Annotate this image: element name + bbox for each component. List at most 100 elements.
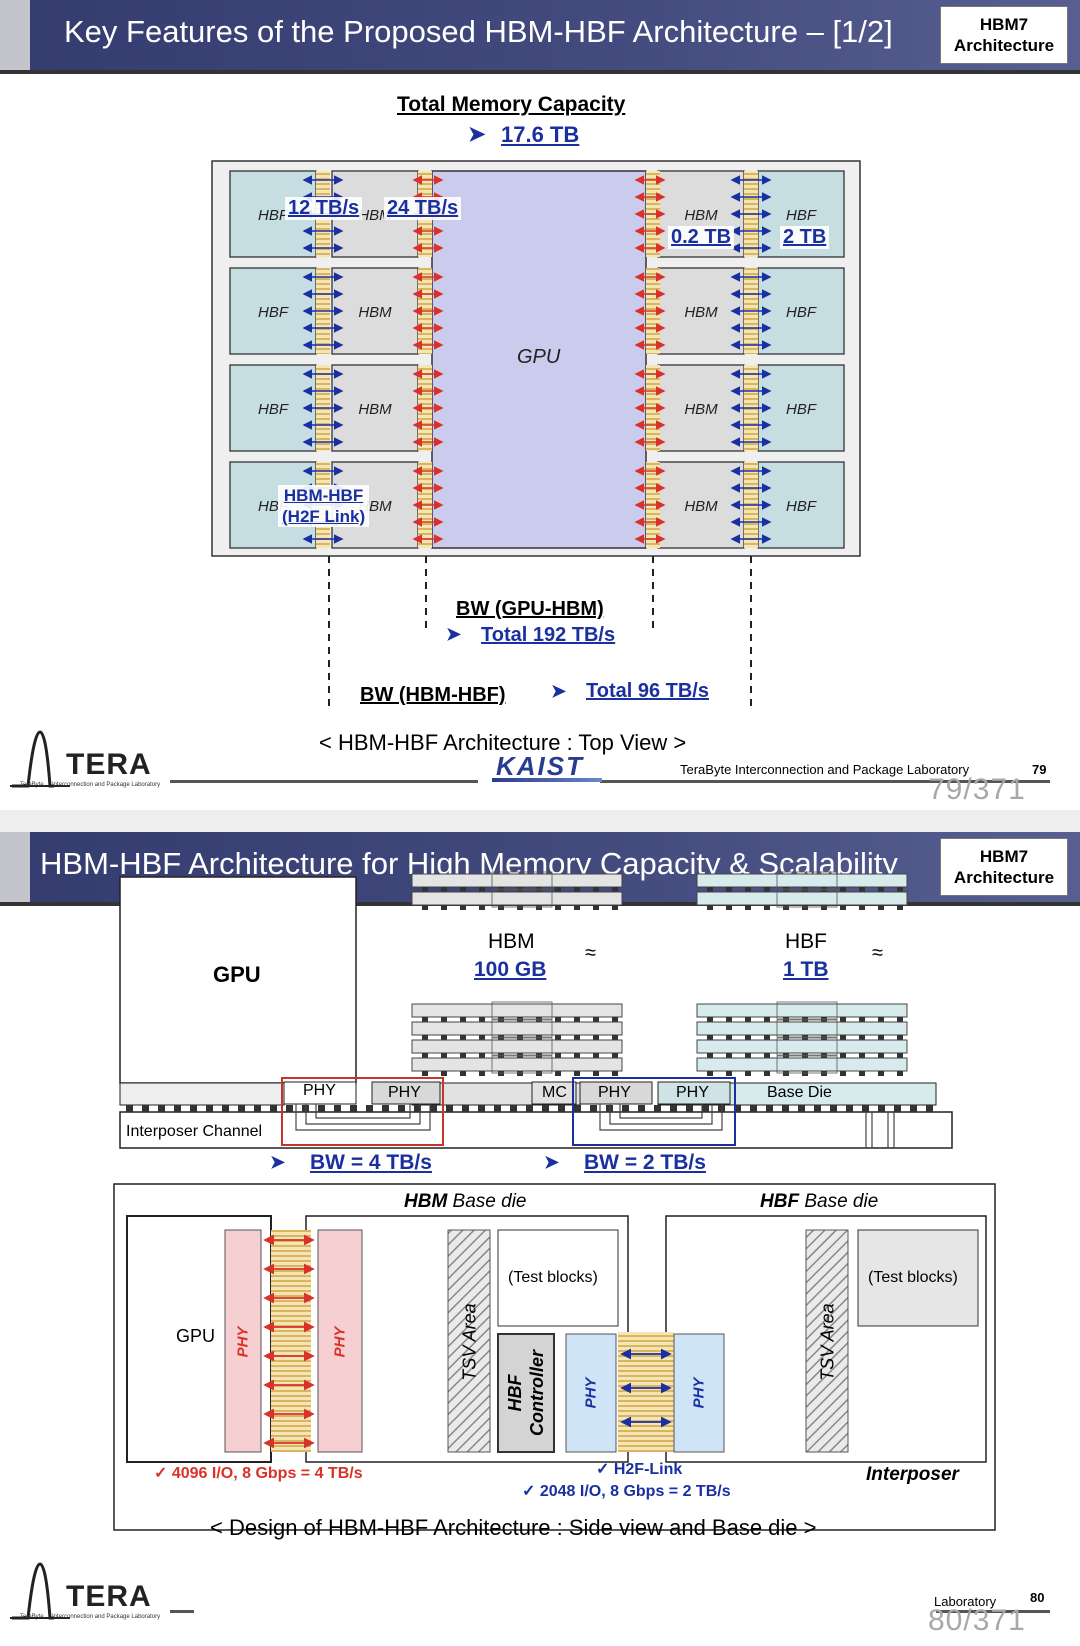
gpu-label: GPU (517, 346, 561, 368)
interposer-bump-462 (462, 1105, 469, 1112)
tera-logo-icon (10, 728, 70, 792)
interposer-bump-702 (702, 1105, 709, 1112)
hbf-bot-bump-3-2 (745, 1071, 751, 1076)
hbm-top-bump-0-10 (612, 887, 618, 892)
hbf-tsv-label: TSV Area (817, 1303, 838, 1381)
hbm-top-bump-1-8 (574, 905, 580, 910)
interposer-bump-878 (878, 1105, 885, 1112)
hbm-bot-bump-0-6 (536, 1017, 542, 1022)
hbf-base-die-heading: HBF Base die (760, 1191, 878, 1213)
base-die-label: Base Die (767, 1084, 832, 1101)
hbm-bot-bump-2-4 (498, 1053, 504, 1058)
hbf-bot-bump-2-5 (802, 1053, 808, 1058)
hbf-top-bump-1-7 (840, 905, 846, 910)
hbf-controller-line-2: Controller (527, 1349, 547, 1437)
hbm-phy-box-right (579, 1081, 653, 1105)
hbm-top-bump-1-10 (612, 905, 618, 910)
slide-title: Key Features of the Proposed HBM-HBF Arc… (64, 14, 893, 49)
hbf-bot-tsv-1 (776, 1019, 838, 1038)
hbm-bot-layer-0 (411, 1003, 623, 1018)
tag-line-1: HBM7 (979, 847, 1029, 866)
hbf-bot-bump-0-1 (726, 1017, 732, 1022)
hbf-top-bump-1-2 (745, 905, 751, 910)
gpu-hbm-highlight (281, 1077, 444, 1146)
hbm-top-bump-1-0 (422, 905, 428, 910)
hbf-bot-bump-1-9 (878, 1035, 884, 1040)
hbf-top-bump-0-5 (802, 887, 808, 892)
hbm-bot-bump-2-9 (593, 1053, 599, 1058)
hbf-bot-bump-2-2 (745, 1053, 751, 1058)
hbm-bot-bump-3-3 (479, 1071, 485, 1076)
hbf-phy-label: PHY (676, 1084, 709, 1101)
bw-hbm-hbf-value: Total 96 TB/s (586, 680, 709, 702)
hbf-bot-bump-3-9 (878, 1071, 884, 1076)
interposer-bump-318 (318, 1105, 325, 1112)
hbm-bot-bump-1-10 (612, 1035, 618, 1040)
hbm-bot-tsv-2 (491, 1037, 553, 1056)
bw-gpu-hbm-heading: BW (GPU-HBM) (456, 598, 604, 620)
interposer-bump-510 (510, 1105, 517, 1112)
interposer-bump-190 (190, 1105, 197, 1112)
hbm-bot-bump-2-5 (517, 1053, 523, 1058)
footer-rule-left (170, 780, 478, 783)
hbm-bot-tsv-3 (491, 1055, 553, 1074)
hbm-stack-r2c2 (657, 364, 745, 452)
hbf-bot-bump-1-0 (707, 1035, 713, 1040)
hbm-bot-bump-3-9 (593, 1071, 599, 1076)
hbf-stack-r3c3 (757, 461, 845, 549)
interposer-bump-334 (334, 1105, 341, 1112)
bw-gpu-hbm-arrow-icon: ➤ (446, 624, 462, 644)
hbf-top-bump-1-4 (783, 905, 789, 910)
interposer-bump-590 (590, 1105, 597, 1112)
hbf-stack-r1c0 (229, 267, 317, 355)
hbf-bot-tsv-3 (776, 1055, 838, 1074)
hbf-bot-bump-3-8 (859, 1071, 865, 1076)
interposer-bump-126 (126, 1105, 133, 1112)
h2f-io-note: ✓ 2048 I/O, 8 Gbps = 2 TB/s (522, 1483, 731, 1500)
hbm-bot-bump-0-4 (498, 1017, 504, 1022)
hbf-bot-bump-0-8 (859, 1017, 865, 1022)
hbm-bot-bump-1-6 (536, 1035, 542, 1040)
hbf-bot-bump-2-1 (726, 1053, 732, 1058)
hbm-bot-layer-2 (411, 1039, 623, 1054)
bw-left: BW = 4 TB/s (310, 1151, 432, 1174)
hbf-bot-tsv-0 (776, 1001, 838, 1020)
hbm-capacity-callout: 0.2 TB (668, 226, 735, 249)
hbf-bot-bump-0-3 (764, 1017, 770, 1022)
hbm-bot-bump-2-10 (612, 1053, 618, 1058)
capacity-arrow-icon: ➤ (468, 123, 486, 146)
hbf-controller-line-1: HBF (505, 1374, 525, 1412)
hbm-bot-bump-2-6 (536, 1053, 542, 1058)
hbm-bot-bump-1-0 (422, 1035, 428, 1040)
hbm-bot-bump-1-4 (498, 1035, 504, 1040)
hbf-bot-bump-3-7 (840, 1071, 846, 1076)
hbf-capacity: 1 TB (783, 958, 829, 981)
hbf-label-r3c3: HBF (786, 498, 817, 515)
hbf-bot-bump-1-6 (821, 1035, 827, 1040)
hbm-phy-right-label: PHY (598, 1084, 631, 1101)
hbm-bot-bump-0-1 (441, 1017, 447, 1022)
hbm-phy-block-right-label: PHY (582, 1377, 600, 1409)
slide-80: HBM-HBF Architecture for High Memory Cap… (0, 832, 1080, 1646)
hbm-hbf-highlight (572, 1077, 736, 1146)
capacity-heading: Total Memory Capacity (397, 93, 626, 116)
hbf-test-blocks-label: (Test blocks) (868, 1269, 958, 1286)
hbm-bot-bump-1-3 (479, 1035, 485, 1040)
hbf-top-bump-0-0 (707, 887, 713, 892)
hbf-bot-bump-1-7 (840, 1035, 846, 1040)
hbf-label-r1c3: HBF (786, 304, 817, 321)
bw-hbm-hbf-heading: BW (HBM-HBF) (360, 684, 506, 706)
hbf-top-layer-1 (696, 891, 908, 906)
page-counter: 79/371 (928, 773, 1026, 806)
interposer-bump-206 (206, 1105, 213, 1112)
interposer-bump-798 (798, 1105, 805, 1112)
interposer-bump-270 (270, 1105, 277, 1112)
hbf-bot-layer-1 (696, 1021, 908, 1036)
bw-hbm-callout: 24 TB/s (384, 197, 462, 220)
hbf-bot-bump-3-6 (821, 1071, 827, 1076)
tera-logo-subtitle: Interconnection and Package Laboratory (52, 782, 161, 788)
hbm-bot-bump-2-1 (441, 1053, 447, 1058)
h2f-callout-line-2: (H2F Link) (282, 507, 366, 526)
hbm-bot-tsv-0 (491, 1001, 553, 1020)
